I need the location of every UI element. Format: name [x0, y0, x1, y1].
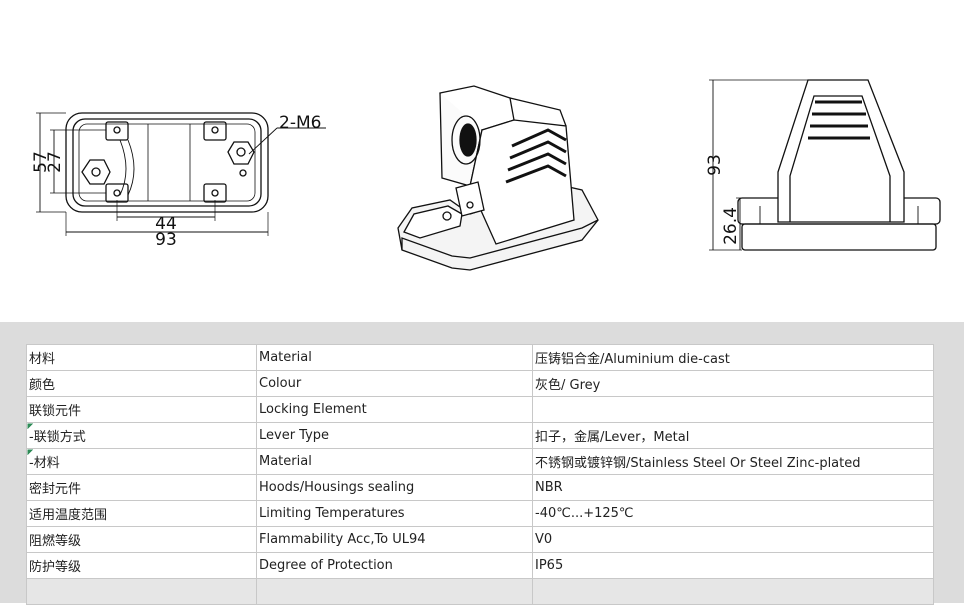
row-en-label: Lever Type — [256, 422, 533, 449]
top-view-drawing — [36, 112, 326, 236]
row-cn-label: 阻燃等级 — [26, 526, 257, 553]
table-row: 适用温度范围 Limiting Temperatures -40℃...+125… — [26, 500, 934, 527]
row-en-label: Degree of Protection — [256, 552, 533, 579]
row-en-label: Locking Element — [256, 396, 533, 423]
drawings-svg: 2-M6 57 27 44 93 — [31, 79, 941, 271]
specification-table: 材料 Material 压铸铝合金/Aluminium die-cast 颜色 … — [26, 344, 934, 605]
isometric-view-drawing — [397, 85, 599, 271]
table-row: 联锁元件 Locking Element — [26, 396, 934, 423]
row-value: NBR — [532, 474, 934, 501]
row-cn-label: -联锁方式 — [26, 422, 257, 449]
row-cn-label: 材料 — [26, 344, 257, 371]
table-row: 密封元件 Hoods/Housings sealing NBR — [26, 474, 934, 501]
table-row: 阻燃等级 Flammability Acc,To UL94 V0 — [26, 526, 934, 553]
row-en-label: Material — [256, 448, 533, 475]
table-row: -材料 Material 不锈钢或镀锌钢/Stainless Steel Or … — [26, 448, 934, 475]
row-en-label: Colour — [256, 370, 533, 397]
empty-cell — [532, 578, 934, 605]
row-value: 不锈钢或镀锌钢/Stainless Steel Or Steel Zinc-pl… — [532, 448, 934, 475]
row-value: 灰色/ Grey — [532, 370, 934, 397]
row-cn-label: 密封元件 — [26, 474, 257, 501]
dim-93-side: 93 — [705, 154, 725, 176]
side-view-drawing — [709, 79, 941, 251]
row-value: 扣子，金属/Lever，Metal — [532, 422, 934, 449]
row-cn-label: 联锁元件 — [26, 396, 257, 423]
technical-drawings: 2-M6 57 27 44 93 — [31, 79, 941, 271]
empty-cell — [26, 578, 257, 605]
row-en-label: Flammability Acc,To UL94 — [256, 526, 533, 553]
m6-label: 2-M6 — [279, 113, 321, 133]
row-cn-label: -材料 — [26, 448, 257, 475]
dim-26-4: 26.4 — [721, 207, 741, 245]
table-row: -联锁方式 Lever Type 扣子，金属/Lever，Metal — [26, 422, 934, 449]
table-row-empty — [26, 578, 934, 605]
dim-27: 27 — [45, 151, 65, 173]
dim-93: 93 — [155, 230, 177, 250]
row-en-label: Material — [256, 344, 533, 371]
row-value — [532, 396, 934, 423]
dim-57: 57 — [31, 151, 51, 173]
row-cn-label: 颜色 — [26, 370, 257, 397]
row-cn-label: 防护等级 — [26, 552, 257, 579]
row-cn-label: 适用温度范围 — [26, 500, 257, 527]
row-value: 压铸铝合金/Aluminium die-cast — [532, 344, 934, 371]
table-row: 颜色 Colour 灰色/ Grey — [26, 370, 934, 397]
row-en-label: Hoods/Housings sealing — [256, 474, 533, 501]
table-row: 材料 Material 压铸铝合金/Aluminium die-cast — [26, 344, 934, 371]
row-value: V0 — [532, 526, 934, 553]
table-row: 防护等级 Degree of Protection IP65 — [26, 552, 934, 579]
row-value: -40℃...+125℃ — [532, 500, 934, 527]
dim-44: 44 — [155, 214, 177, 234]
row-en-label: Limiting Temperatures — [256, 500, 533, 527]
empty-cell — [256, 578, 533, 605]
row-value: IP65 — [532, 552, 934, 579]
specification-section: 材料 Material 压铸铝合金/Aluminium die-cast 颜色 … — [0, 322, 964, 605]
